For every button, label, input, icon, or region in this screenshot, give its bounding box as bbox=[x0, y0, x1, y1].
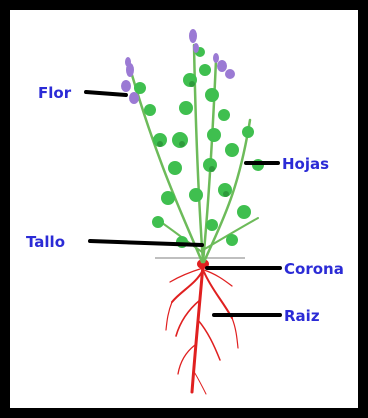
label-flor: Flor bbox=[38, 84, 72, 102]
root-system bbox=[166, 265, 238, 394]
flor-leader bbox=[86, 92, 126, 95]
label-corona: Corona bbox=[284, 260, 344, 278]
label-leader-lines bbox=[86, 92, 280, 315]
label-hojas: Hojas bbox=[282, 155, 329, 173]
label-raiz: Raiz bbox=[284, 307, 320, 325]
label-tallo: Tallo bbox=[26, 233, 65, 251]
